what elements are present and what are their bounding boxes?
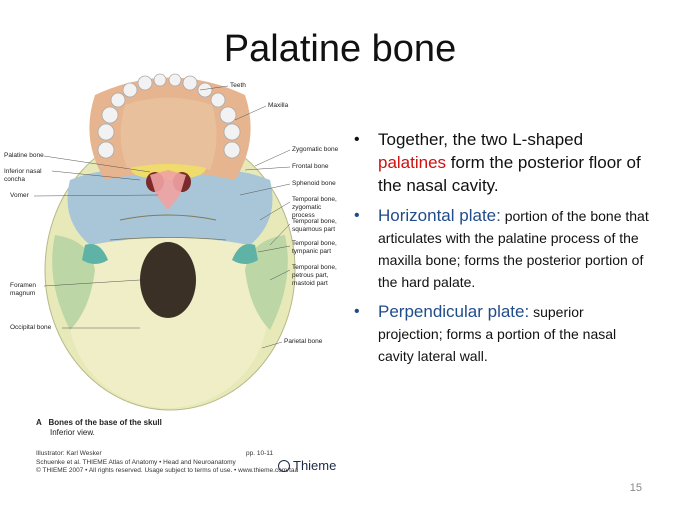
label-temporal-zygomatic: Temporal bone, zygomatic process bbox=[292, 196, 337, 219]
bullet-1-highlight: palatines bbox=[378, 153, 447, 172]
illustrator-credit: Illustrator: Karl Wesker bbox=[36, 450, 102, 457]
leader-lines bbox=[33, 85, 291, 349]
skull-figure: Palatine bone Inferior nasal concha Vome… bbox=[0, 70, 345, 490]
label-zygomatic-bone: Zygomatic bone bbox=[292, 146, 339, 153]
bullet-dot: • bbox=[354, 303, 360, 320]
label-maxilla: Maxilla bbox=[268, 102, 289, 109]
copyright-credit: © THIEME 2007 • All rights reserved. Usa… bbox=[36, 467, 299, 474]
caption-subtitle: Inferior view. bbox=[50, 428, 95, 437]
label-temporal-squamous: Temporal bone, squamous part bbox=[292, 218, 337, 233]
bullet-1: • Together, the two L-shaped palatines f… bbox=[352, 128, 652, 197]
label-vomer: Vomer bbox=[10, 192, 29, 199]
bullet-2-heading: Horizontal plate: bbox=[378, 206, 501, 225]
bullet-dot: • bbox=[354, 207, 360, 224]
publisher-logo: Thieme bbox=[278, 458, 336, 473]
publisher-name: Thieme bbox=[293, 458, 337, 473]
caption-title: Bones of the base of the skull bbox=[48, 418, 162, 427]
caption-letter: A bbox=[36, 418, 42, 427]
label-temporal-tympanic: Temporal bone, tympanic part bbox=[292, 240, 337, 255]
thieme-logo-icon bbox=[278, 459, 290, 472]
bullet-3-text: superior projection; forms a portion of … bbox=[378, 304, 617, 364]
label-temporal-petrous: Temporal bone, petrous part, mastoid par… bbox=[292, 264, 337, 287]
bullet-2: • Horizontal plate: portion of the bone … bbox=[352, 205, 652, 293]
source-credit: Schuenke et al. THIEME Atlas of Anatomy … bbox=[36, 458, 236, 466]
page-number: 15 bbox=[629, 482, 642, 494]
figure-caption: A Bones of the base of the skull Inferio… bbox=[36, 418, 162, 438]
label-inferior-nasal-concha: Inferior nasal concha bbox=[4, 168, 42, 183]
label-occipital-bone: Occipital bone bbox=[10, 324, 52, 331]
skull-illustration bbox=[44, 73, 296, 411]
label-sphenoid-bone: Sphenoid bone bbox=[292, 180, 336, 187]
bullet-dot: • bbox=[354, 131, 360, 148]
page-reference: pp. 10-11 bbox=[246, 450, 273, 457]
bullet-2-text: portion of the bone that articulates wit… bbox=[378, 208, 649, 290]
label-parietal-bone: Parietal bone bbox=[284, 338, 323, 345]
label-teeth: Teeth bbox=[230, 82, 246, 89]
label-palatine-bone: Palatine bone bbox=[4, 152, 44, 159]
slide-title: Palatine bone bbox=[223, 28, 457, 70]
label-foramen-magnum: Foramen magnum bbox=[10, 282, 37, 297]
figure-credits: Illustrator: Karl Wesker Schuenke et al.… bbox=[36, 450, 298, 476]
label-frontal-bone: Frontal bone bbox=[292, 163, 329, 170]
bullet-3-heading: Perpendicular plate: bbox=[378, 302, 530, 321]
bullet-1-text-start: Together, the two L-shaped bbox=[378, 130, 584, 149]
bullet-1-text-end: form the posterior floor of the nasal ca… bbox=[378, 153, 641, 195]
bullet-3: • Perpendicular plate: superior projecti… bbox=[352, 301, 652, 367]
bullet-list: • Together, the two L-shaped palatines f… bbox=[352, 128, 652, 375]
